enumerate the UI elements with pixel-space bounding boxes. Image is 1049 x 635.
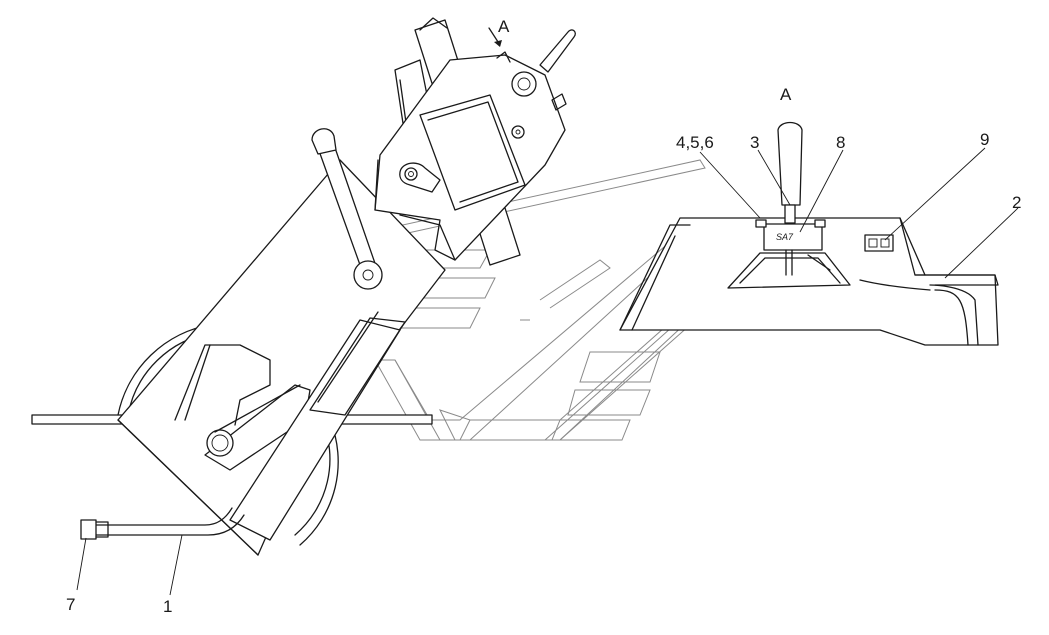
indicator-switch <box>864 234 894 252</box>
callout-3: 3 <box>750 133 759 152</box>
view-label-a-right: A <box>780 85 792 104</box>
leader-lines <box>76 147 1019 596</box>
selector-knob <box>496 29 576 111</box>
callout-8: 8 <box>836 133 845 152</box>
gearbox-plate <box>419 94 526 211</box>
lower-tube <box>229 311 406 541</box>
view-label-a-top: A <box>498 17 510 36</box>
callout-9: 9 <box>980 130 989 149</box>
linkage-arm <box>399 162 441 193</box>
view-arrow-a: A <box>488 17 510 47</box>
pedal-lever <box>311 128 383 290</box>
callout-2: 2 <box>1012 193 1021 212</box>
steering-shaft <box>80 507 245 540</box>
column-bracket <box>204 384 311 471</box>
switch-tag: SA7 <box>776 232 794 242</box>
switch-sa7-assembly: SA7 <box>727 219 851 289</box>
callouts: 7 1 4,5,6 3 8 9 2 <box>66 130 1021 616</box>
callout-1: 1 <box>163 597 172 616</box>
callout-7: 7 <box>66 595 75 614</box>
callout-4-5-6: 4,5,6 <box>676 133 714 152</box>
gear-lever-handle <box>777 121 803 224</box>
